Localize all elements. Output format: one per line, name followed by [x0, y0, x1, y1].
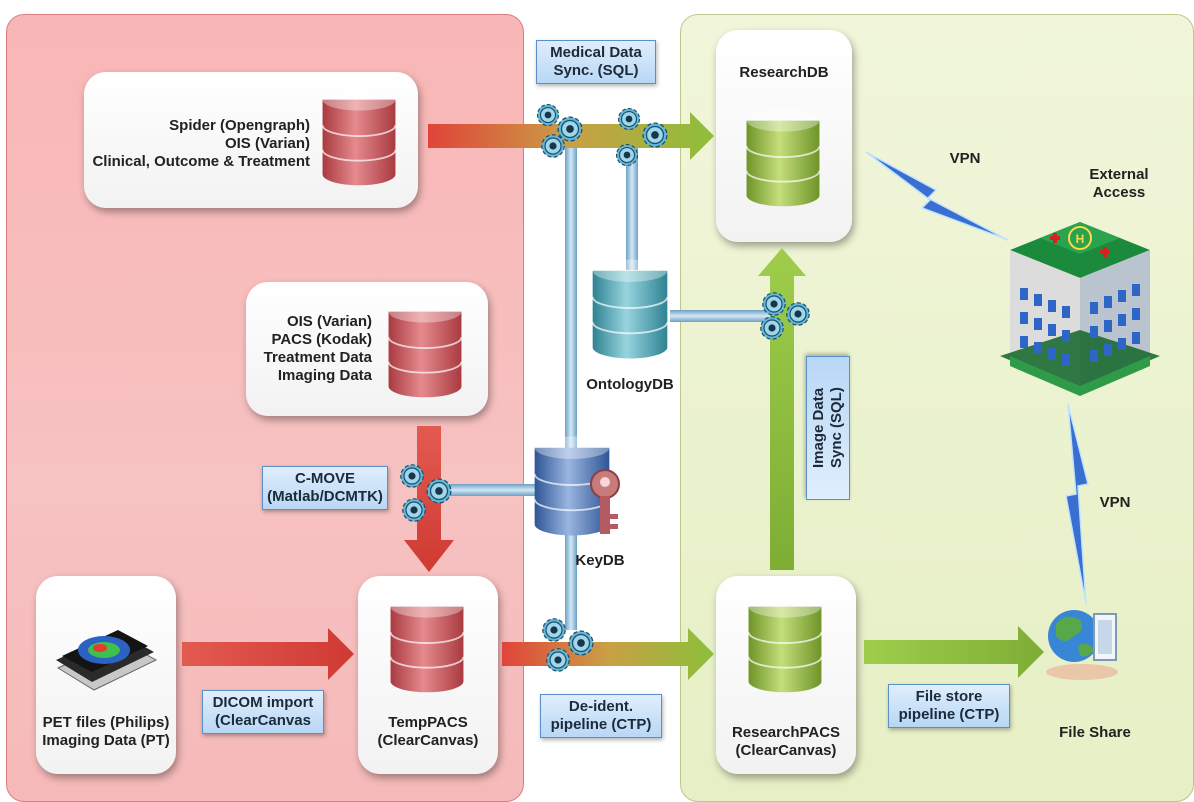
researchpacs-line-1: ResearchPACS — [731, 724, 841, 741]
image-sync-line-2: Sync (SQL) — [828, 387, 845, 469]
ontologydb-label: OntologyDB — [586, 376, 674, 393]
medical-sync-line-1: Medical Data — [550, 44, 642, 61]
cmove-line-1: C-MOVE — [295, 470, 355, 487]
filestore-tag: File store pipeline (CTP) — [888, 684, 1010, 728]
arrow-pet-to-temppacs — [182, 628, 354, 680]
dicom-import-line-2: (ClearCanvas — [215, 712, 311, 729]
temppacs-line-1: TempPACS — [388, 714, 468, 731]
researchpacs-line-2: (ClearCanvas) — [735, 742, 837, 759]
external-access-line-1: External — [1089, 166, 1149, 183]
external-access-line-2: Access — [1092, 184, 1146, 201]
temppacs-database-icon — [389, 594, 465, 694]
researchpacs-database-icon — [747, 594, 823, 694]
key-icon — [590, 469, 620, 534]
arrow-researchpacs-to-fileshare — [864, 626, 1044, 678]
temppacs-line-2: (ClearCanvas) — [377, 732, 479, 749]
clinical-source-label: Spider (Opengraph) OIS (Varian) Clinical… — [88, 117, 310, 171]
pipe-cmove-to-keydb — [430, 484, 540, 496]
hospital-building-icon: H — [1000, 222, 1160, 396]
temppacs-label: TempPACS (ClearCanvas) — [358, 714, 498, 750]
imaging-source-database-icon — [387, 299, 463, 399]
researchdb-database-icon — [745, 108, 821, 208]
clinical-source-line-3: Clinical, Outcome & Treatment — [92, 153, 310, 170]
file-share-label: File Share — [1059, 724, 1131, 741]
imaging-source-line-2: PACS (Kodak) — [271, 331, 372, 348]
image-sync-line-1: Image Data — [810, 387, 827, 469]
imaging-source-line-3: Treatment Data — [263, 349, 372, 366]
pet-source-line-1: PET files (Philips) — [42, 714, 170, 731]
pet-source-line-2: Imaging Data (PT) — [42, 732, 170, 749]
researchdb-label: ResearchDB — [739, 64, 829, 81]
vpn-bottom-label: VPN — [1099, 494, 1131, 511]
external-access-label: External Access — [1074, 166, 1164, 202]
clinical-source-database-icon — [321, 87, 397, 187]
cmove-tag: C-MOVE (Matlab/DCMTK) — [262, 466, 388, 510]
image-sync-tag: Image Data Sync (SQL) — [806, 356, 850, 500]
pet-source-label: PET files (Philips) Imaging Data (PT) — [36, 714, 176, 750]
medical-sync-tag: Medical Data Sync. (SQL) — [536, 40, 656, 84]
imaging-source-label: OIS (Varian) PACS (Kodak) Treatment Data… — [252, 313, 372, 385]
vpn-top-label: VPN — [949, 150, 981, 167]
dicom-import-tag: DICOM import (ClearCanvas — [202, 690, 324, 734]
medical-sync-line-2: Sync. (SQL) — [553, 62, 639, 79]
clinical-source-line-2: OIS (Varian) — [224, 135, 310, 152]
deident-line-1: De-ident. — [568, 698, 634, 715]
pipe-ontology-to-imagesync — [670, 310, 770, 322]
clinical-source-line-1: Spider (Opengraph) — [169, 117, 310, 134]
researchpacs-label: ResearchPACS (ClearCanvas) — [716, 724, 856, 760]
deident-tag: De-ident. pipeline (CTP) — [540, 694, 662, 738]
imaging-source-line-4: Imaging Data — [277, 367, 372, 384]
pet-image-stack-icon — [56, 630, 158, 691]
cmove-line-2: (Matlab/DCMTK) — [267, 488, 383, 505]
deident-line-2: pipeline (CTP) — [550, 716, 652, 733]
filestore-line-2: pipeline (CTP) — [898, 706, 1000, 723]
arrow-imaging-to-temppacs — [404, 426, 454, 572]
vpn-lightning-top-icon — [865, 151, 1009, 241]
imaging-source-line-1: OIS (Varian) — [286, 313, 372, 330]
file-share-globe-icon — [1046, 610, 1118, 680]
keydb-label: KeyDB — [575, 552, 625, 569]
pipe-vertical-ontology — [626, 140, 638, 270]
svg-text:H: H — [1076, 232, 1085, 246]
arrow-temppacs-to-researchpacs — [502, 628, 714, 680]
dicom-import-line-1: DICOM import — [212, 694, 314, 711]
vpn-lightning-bottom-icon — [1065, 403, 1089, 605]
filestore-line-1: File store — [915, 688, 983, 705]
ontologydb-database-icon — [591, 258, 669, 360]
